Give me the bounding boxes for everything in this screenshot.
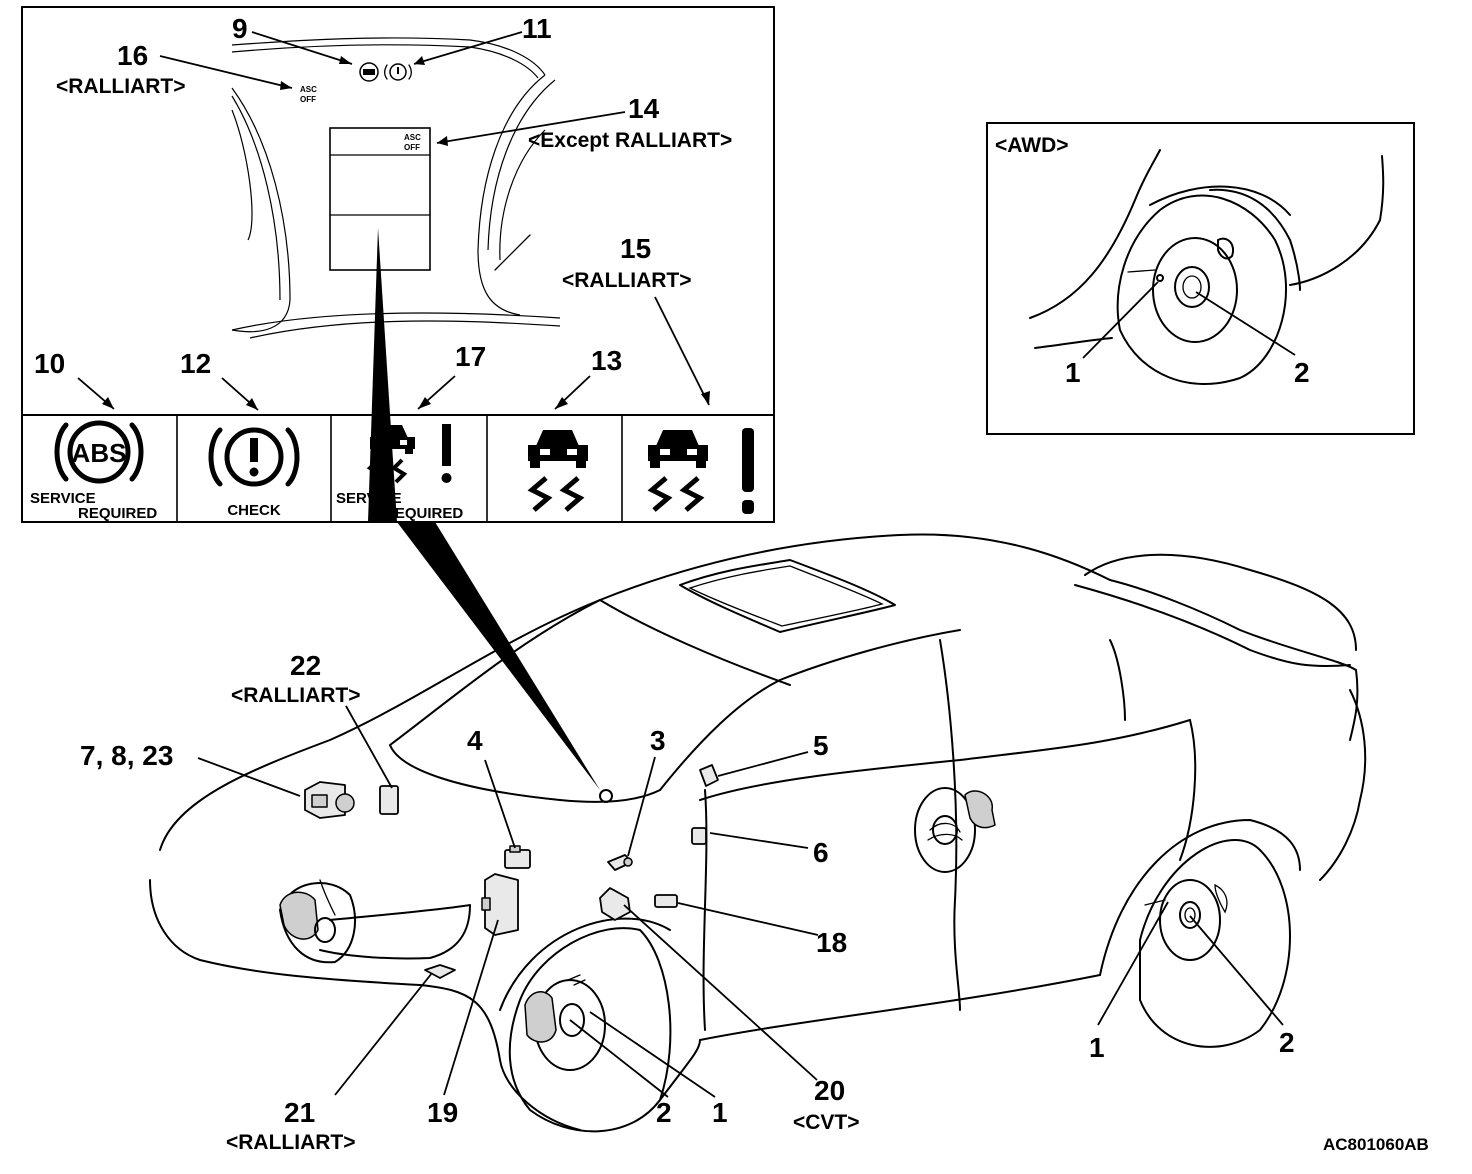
callout-4: 4 — [467, 725, 483, 756]
callout-front-2: 2 — [656, 1097, 672, 1128]
callout-9: 9 — [232, 13, 248, 44]
callout-front-1: 1 — [712, 1097, 728, 1128]
awd-label-1: 1 — [1065, 357, 1081, 388]
callout-rear-2: 2 — [1279, 1027, 1295, 1058]
callout-12: 12 — [180, 348, 211, 379]
cluster-location-dot — [599, 789, 613, 803]
display-pointer-wedge — [368, 228, 397, 522]
skid-warning-icon — [647, 428, 754, 514]
callout-18: 18 — [816, 927, 847, 958]
callout-15: 15 — [620, 233, 651, 264]
abs-small-indicator-icon — [359, 62, 379, 82]
callout-20-note: <CVT> — [793, 1111, 860, 1134]
g-sensor-icon — [607, 854, 633, 871]
callout-rear-1: 1 — [1089, 1032, 1105, 1063]
skid-indicator-icon — [527, 430, 588, 512]
dash-pointer-wedge — [397, 522, 600, 790]
brake-small-indicator-icon — [384, 63, 412, 81]
callout-19: 19 — [427, 1097, 458, 1128]
asc-off-display-label-2: OFF — [404, 143, 420, 152]
combination-meter-inset: ASC OFF ASC OFF ABS SERVICE REQUIRED — [21, 6, 775, 523]
abs-warning-icon: ABS — [54, 420, 144, 484]
slip-caption-line2: REQUIRED — [384, 505, 463, 522]
callout-14: 14 — [628, 93, 660, 124]
engine-ecu-icon — [481, 873, 519, 936]
module-18-icon — [654, 894, 678, 908]
callout-21: 21 — [284, 1097, 315, 1128]
callout-14-note: <Except RALLIART> — [528, 129, 732, 152]
abs-icon-text: ABS — [72, 438, 127, 468]
callout-13: 13 — [591, 345, 622, 376]
callout-17: 17 — [455, 341, 486, 372]
callout-22: 22 — [290, 650, 321, 681]
stop-lamp-switch-icon — [699, 764, 719, 787]
figure-code: AC801060AB — [1323, 1135, 1429, 1154]
module-21-icon — [424, 964, 456, 979]
callout-16-note: <RALLIART> — [56, 75, 186, 98]
callout-11: 11 — [522, 13, 552, 44]
callout-5: 5 — [813, 730, 829, 761]
abs-caption-line1: SERVICE — [30, 490, 96, 507]
steering-angle-sensor-icon — [504, 845, 531, 869]
asc-off-indicator-label-2: OFF — [300, 95, 316, 104]
awd-label-2: 2 — [1294, 357, 1310, 388]
callout-7-8-23: 7, 8, 23 — [80, 740, 173, 771]
cvt-ecu-icon — [599, 887, 631, 921]
asc-off-indicator-label: ASC — [300, 85, 317, 94]
callout-6: 6 — [813, 837, 829, 868]
brake-warning-icon — [208, 427, 300, 487]
callout-3: 3 — [650, 725, 666, 756]
brake-caption: CHECK — [227, 502, 281, 519]
connector-icon — [691, 827, 707, 845]
asc-off-display-label: ASC — [404, 133, 421, 142]
vehicle-illustration — [149, 533, 1367, 1133]
ecu-box-icon — [379, 785, 399, 815]
callout-10: 10 — [34, 348, 65, 379]
callout-21-note: <RALLIART> — [226, 1131, 356, 1154]
callout-22-note: <RALLIART> — [231, 684, 361, 707]
hydraulic-unit-icon — [304, 781, 355, 819]
callout-20: 20 — [814, 1075, 845, 1106]
callout-15-note: <RALLIART> — [562, 269, 692, 292]
abs-caption-line2: REQUIRED — [78, 505, 157, 522]
callout-16: 16 — [117, 40, 148, 71]
leader-lines — [197, 705, 1284, 1098]
awd-title: <AWD> — [995, 134, 1069, 157]
awd-inset: <AWD> 1 2 — [986, 122, 1415, 435]
